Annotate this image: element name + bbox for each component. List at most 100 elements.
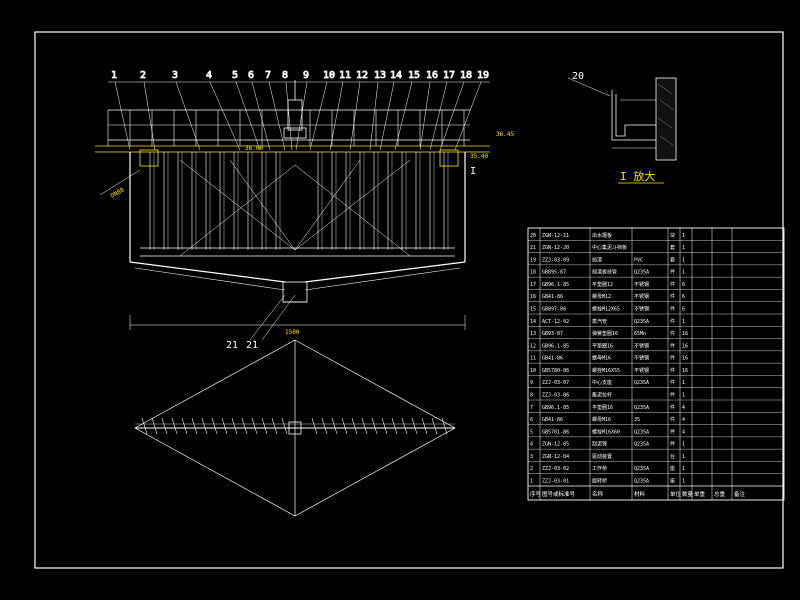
table-cell: 1 <box>682 393 685 399</box>
table-cell: 11 <box>530 356 536 362</box>
plan-tick <box>441 417 448 435</box>
table-cell: 4 <box>530 442 533 448</box>
table-cell: GB96.1-85 <box>542 343 569 349</box>
table-cell: 件 <box>670 379 675 386</box>
table-cell: 座 <box>670 465 675 472</box>
table-header-cell: 图号或标准号 <box>542 490 576 498</box>
callout-leader <box>209 81 241 151</box>
bottom-callout-2: 21 <box>246 340 258 351</box>
table-cell: 16 <box>682 343 688 349</box>
table-cell: 平垫圈12 <box>592 281 613 288</box>
table-cell: 14 <box>530 319 536 325</box>
callout-leader <box>143 81 156 151</box>
plan-tick <box>241 417 248 435</box>
plan-tick <box>251 417 258 435</box>
table-cell: 件 <box>670 367 675 374</box>
callout-leader <box>379 81 395 151</box>
plan-tick <box>341 417 348 435</box>
table-cell: 1 <box>682 233 685 239</box>
table-cell: 7 <box>530 405 533 411</box>
part-callout: 7 <box>265 70 271 81</box>
table-cell: 18 <box>530 270 536 276</box>
table-cell: Q235A <box>634 442 649 448</box>
table-cell: 件 <box>670 441 675 448</box>
table-cell: 不锈钢 <box>634 293 649 300</box>
callout-leader <box>285 81 293 151</box>
table-cell: 1 <box>682 479 685 485</box>
table-cell: 5 <box>530 429 533 435</box>
table-cell: 19 <box>530 257 536 263</box>
table-header-cell: 序号 <box>530 490 542 498</box>
table-cell: 10 <box>530 368 536 374</box>
table-cell: 不锈钢 <box>634 306 649 313</box>
table-cell: GB93-87 <box>542 331 563 337</box>
table-cell: 套 <box>670 256 675 263</box>
table-cell: 件 <box>670 318 675 325</box>
plan-tick <box>271 417 278 435</box>
part-callout: 15 <box>408 70 420 81</box>
table-cell: 12 <box>530 343 536 349</box>
table-cell: 1 <box>682 442 685 448</box>
table-cell: ZGN-12-05 <box>542 442 569 448</box>
part-callout: 5 <box>232 70 238 81</box>
callout-leader <box>235 81 261 151</box>
table-cell: 16 <box>682 331 688 337</box>
table-cell: Q235A <box>634 429 649 435</box>
table-cell: 块 <box>670 232 675 239</box>
table-cell: GB5780-86 <box>542 368 569 374</box>
callout-leader <box>419 81 431 151</box>
table-cell: ZZJ-03-07 <box>542 380 569 386</box>
table-cell: 2 <box>530 466 533 472</box>
table-cell: ZZJ-03-01 <box>542 479 569 485</box>
part-callout: 9 <box>303 70 309 81</box>
table-cell: 螺栓M12X65 <box>592 306 620 313</box>
table-cell: 件 <box>670 416 675 423</box>
table-cell: 件 <box>670 330 675 337</box>
table-cell: GB96.1-85 <box>542 282 569 288</box>
table-cell: 6 <box>530 417 533 423</box>
table-cell: 套 <box>670 244 675 251</box>
table-cell: 蒸汽管 <box>592 318 607 325</box>
part-callout: 3 <box>172 70 178 81</box>
table-cell: GB96.1-85 <box>542 405 569 411</box>
table-cell: 集泥拉杆 <box>592 392 612 399</box>
table-cell: 1 <box>682 257 685 263</box>
part-callout: 18 <box>460 70 472 81</box>
table-cell: ACT-12-02 <box>542 319 569 325</box>
plan-tick <box>411 417 418 435</box>
plan-tick <box>191 417 198 435</box>
table-cell: 驱动装置 <box>592 453 612 460</box>
table-header-cell: 数量 <box>682 490 694 498</box>
plan-tick <box>391 417 398 435</box>
table-cell: ZGN-12-21 <box>542 233 569 239</box>
table-cell: 1 <box>682 466 685 472</box>
plan-tick <box>321 417 328 435</box>
table-cell: 4 <box>682 405 685 411</box>
table-cell: Q235A <box>634 479 649 485</box>
table-cell: 1 <box>682 380 685 386</box>
table-cell: 6 <box>682 294 685 300</box>
elevation-label-3: 36.00 <box>245 145 263 152</box>
plan-tick <box>281 417 288 435</box>
table-cell: 16 <box>682 356 688 362</box>
plan-tick <box>221 417 228 435</box>
table-cell: 平垫圈16 <box>592 404 613 411</box>
elevation-label-1: 36.45 <box>496 131 514 138</box>
plan-tick <box>311 417 318 435</box>
detail-i <box>567 77 677 161</box>
table-cell: 不锈钢 <box>634 281 649 288</box>
plan-tick <box>161 417 168 435</box>
table-cell: GB41-86 <box>542 417 563 423</box>
plan-tick <box>351 417 358 435</box>
base-dimension-label: 1500 <box>285 329 300 336</box>
table-cell: 不锈钢 <box>634 355 649 362</box>
plan-tick <box>201 417 208 435</box>
table-cell: 中心集泥斗挡板 <box>592 244 627 251</box>
table-cell: 15 <box>530 307 536 313</box>
table-cell: 不锈钢 <box>634 342 649 349</box>
table-cell: 座 <box>670 478 675 485</box>
bottom-callout-1: 21 <box>226 340 238 351</box>
table-cell: 挡渣板扶管 <box>592 269 617 276</box>
table-cell: 螺母M16 <box>592 355 611 362</box>
